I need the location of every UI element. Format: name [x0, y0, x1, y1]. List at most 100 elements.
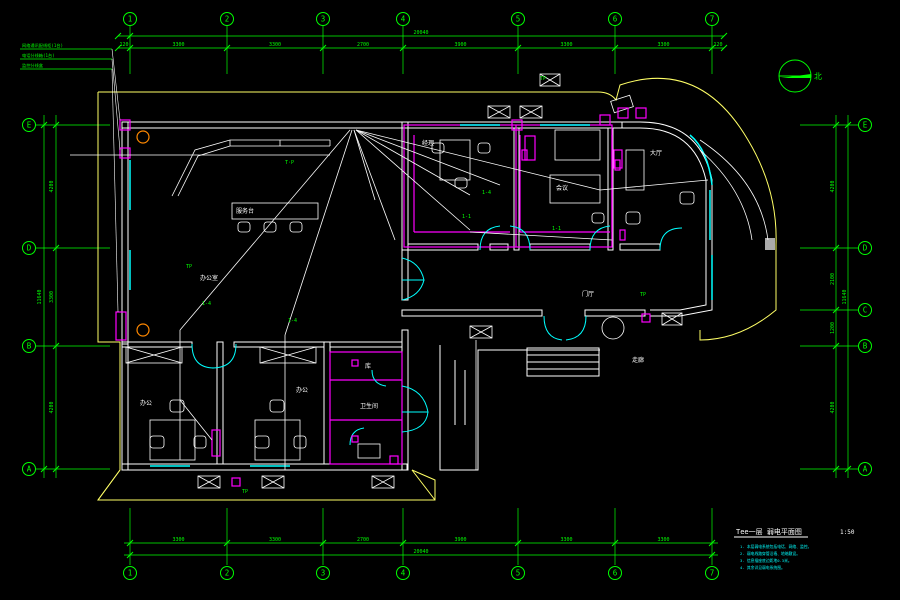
north-arrow: 北	[778, 59, 822, 93]
svg-text:A: A	[27, 465, 32, 474]
legend-line-2: 电话分线箱(1台)	[22, 52, 55, 59]
dim-top-5: 3300	[560, 42, 572, 48]
svg-text:2: 2	[225, 569, 230, 578]
svg-text:1-4: 1-4	[202, 301, 211, 307]
dim-bottom-1: 3300	[269, 537, 281, 543]
dim-total-right: 11640	[842, 289, 848, 304]
box-11	[610, 94, 634, 114]
svg-text:C: C	[863, 306, 868, 315]
svg-text:1-4: 1-4	[288, 318, 297, 324]
dim-right-3: 4200	[830, 401, 836, 413]
svg-text:6: 6	[613, 15, 618, 24]
dim-top-2: 3300	[269, 42, 281, 48]
axis-bubble-top-3: 3	[316, 12, 330, 26]
axis-bubble-top-7: 7	[705, 12, 719, 26]
dim-right-2: 1200	[830, 322, 836, 334]
dim-top-6: 3300	[657, 42, 669, 48]
drawing-title: Tee一层 弱电平面图	[736, 527, 802, 536]
room-labels: 办公室 服务台 办公 办公 经理 会议 卫生间 门厅 走廊 大厅 库	[140, 139, 662, 410]
north-label: 北	[814, 72, 822, 81]
windows	[129, 124, 713, 467]
dim-bottom-3: 3900	[454, 537, 466, 543]
svg-text:2: 2	[225, 15, 230, 24]
box-1	[125, 346, 183, 364]
dim-total-top: 20040	[413, 30, 428, 36]
axis-bubble-bottom-4: 4	[396, 566, 410, 580]
room-label-b: 办公	[296, 386, 308, 394]
room-label-a: 办公	[140, 399, 152, 407]
svg-text:7: 7	[710, 569, 715, 578]
dim-top-1: 3300	[172, 42, 184, 48]
room-label-lobby: 大厅	[650, 149, 662, 157]
box-4	[519, 105, 543, 119]
svg-text:B: B	[27, 342, 32, 351]
axis-bubble-bottom-1: 1	[123, 566, 137, 580]
axis-bubble-left-B: B	[22, 339, 36, 353]
box-9	[469, 325, 493, 339]
dim-right-1: 2100	[830, 273, 836, 285]
axis-bubble-bottom-7: 7	[705, 566, 719, 580]
svg-text:TP: TP	[242, 489, 248, 495]
doors	[191, 225, 683, 446]
box-2	[259, 346, 317, 364]
wiring-labels: T·P TP 1-4 1-4 1-1 1-4 1-1 TP TP TP	[186, 76, 646, 495]
room-label-c: 经理	[422, 139, 434, 147]
dim-right-0: 4200	[830, 180, 836, 192]
axis-bubble-left-A: A	[22, 462, 36, 476]
drawing-scale: 1:50	[840, 529, 855, 536]
dim-total-left: 11640	[37, 289, 43, 304]
axis-bubble-right-D: D	[858, 241, 872, 255]
note-2: 2. 弱电线路穿管沿墙、地暗敷设。	[740, 551, 800, 556]
axis-bubble-right-A: A	[858, 462, 872, 476]
box-10	[661, 312, 683, 326]
dim-bottom-5: 3300	[657, 537, 669, 543]
svg-text:1-1: 1-1	[462, 214, 471, 220]
dim-bottom-0: 3300	[172, 537, 184, 543]
dim-top-4: 3900	[454, 42, 466, 48]
room-label-desk: 服务台	[236, 207, 254, 215]
room-label-toilet: 卫生间	[360, 402, 378, 410]
dim-left-1: 3300	[49, 291, 55, 303]
axis-bubble-bottom-6: 6	[608, 566, 622, 580]
svg-text:4: 4	[401, 15, 406, 24]
dim-left-0: 4200	[49, 180, 55, 192]
axis-bubble-top-4: 4	[396, 12, 410, 26]
svg-text:E: E	[27, 121, 32, 130]
box-8	[371, 475, 395, 489]
axis-bubble-left-D: D	[22, 241, 36, 255]
note-4: 4. 其余详见弱电系统图。	[740, 565, 785, 570]
svg-text:1-4: 1-4	[482, 190, 491, 196]
dim-bottom-2: 2700	[357, 537, 369, 543]
equipment-boxes	[125, 73, 775, 489]
axis-bubble-left-E: E	[22, 118, 36, 132]
svg-text:3: 3	[321, 569, 326, 578]
axis-bubble-top-6: 6	[608, 12, 622, 26]
dim-bottom-4: 3300	[560, 537, 572, 543]
axis-bubble-bottom-5: 5	[511, 566, 525, 580]
svg-text:B: B	[863, 342, 868, 351]
svg-text:D: D	[863, 244, 868, 253]
furniture	[149, 129, 695, 461]
svg-text:5: 5	[516, 15, 521, 24]
dim-top-7: 120	[713, 42, 722, 48]
svg-text:1: 1	[128, 15, 133, 24]
svg-text:TP: TP	[540, 76, 546, 82]
note-1: 1. 本层弱电系统包括电话、网络、监控。	[740, 544, 811, 549]
room-label-d: 会议	[556, 184, 568, 192]
svg-text:TP: TP	[640, 292, 646, 298]
room-label-corridor: 走廊	[632, 356, 644, 364]
dimension-line-right: 4200 2100 1200 4200 11640	[830, 115, 852, 478]
room-label-hall: 门厅	[582, 290, 594, 298]
axis-bubble-top-1: 1	[123, 12, 137, 26]
title-block: Tee一层 弱电平面图 1:50 1. 本层弱电系统包括电话、网络、监控。 2.…	[734, 527, 855, 570]
box-6	[197, 475, 221, 489]
note-3: 3. 信息插座底边距地0.3米。	[740, 558, 792, 563]
wiring	[70, 129, 769, 470]
dim-top-0: 120	[119, 42, 128, 48]
svg-text:5: 5	[516, 569, 521, 578]
legend-line-3: 监控分线盒	[22, 62, 44, 69]
terminal-block	[765, 238, 775, 250]
